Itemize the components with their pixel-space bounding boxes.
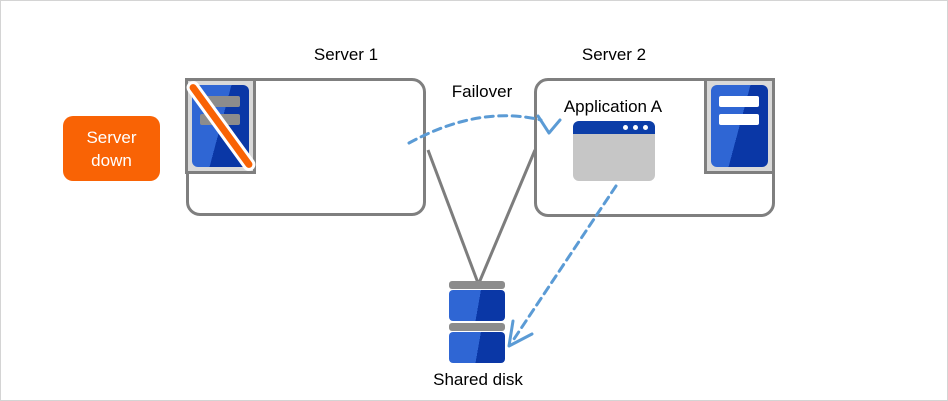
app-window-titlebar (573, 121, 655, 134)
failover-label: Failover (451, 82, 513, 101)
server-down-icon (183, 78, 258, 174)
application-label: Application A (563, 97, 663, 116)
failover-arrow (407, 114, 543, 145)
server-down-badge: Server down (63, 116, 160, 181)
app-to-disk-arrowhead-icon (507, 319, 534, 348)
app-window-icon (573, 121, 655, 181)
server-down-badge-label: Server down (86, 127, 137, 170)
server1-disk-line (426, 149, 480, 284)
server2-label: Server 2 (581, 45, 647, 64)
disk-body (449, 290, 505, 321)
server2-bar (719, 114, 759, 125)
disk-body (449, 332, 505, 363)
app-window-dots-icon (623, 125, 648, 130)
server1-bar (200, 96, 240, 107)
server2-disk-line (477, 149, 537, 284)
shared-disk-label: Shared disk (433, 370, 523, 389)
server2-bar (719, 96, 759, 107)
disk-cap (449, 323, 505, 331)
disk-stack-icon (449, 281, 505, 365)
server1-label: Server 1 (313, 45, 379, 64)
server2-tower (711, 85, 768, 167)
server-up-icon (704, 78, 775, 174)
disk-cap (449, 281, 505, 289)
